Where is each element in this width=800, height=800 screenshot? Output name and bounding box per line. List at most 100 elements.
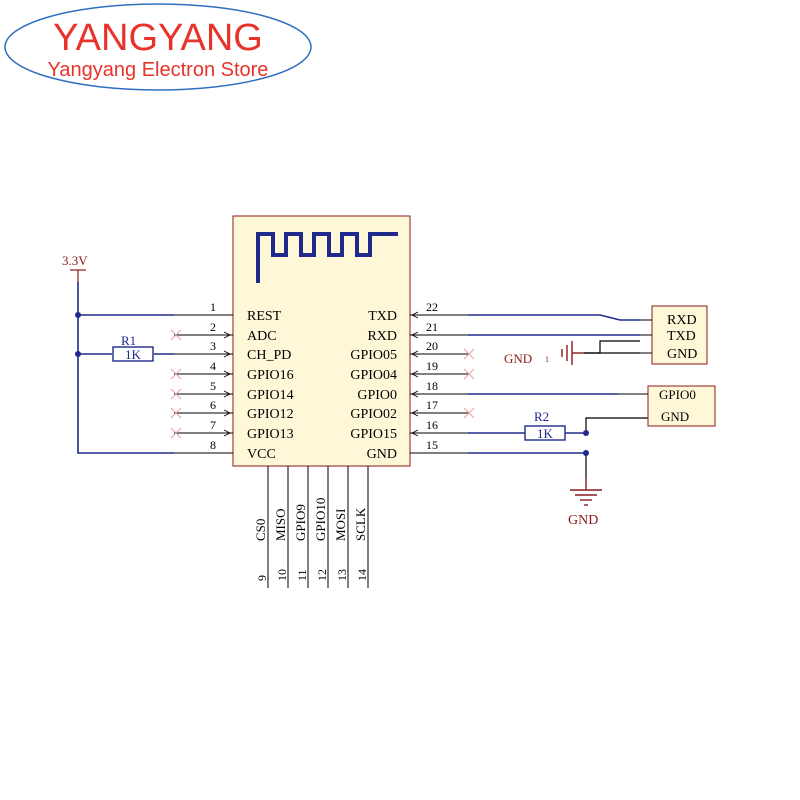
pin-number: 1 — [210, 300, 216, 314]
pin-number: 11 — [295, 569, 309, 581]
pin-name: SCLK — [353, 507, 368, 541]
pin-number: 3 — [210, 339, 216, 353]
pin-bottom: MOSI 13 — [333, 466, 349, 588]
no-connect-icon — [170, 427, 182, 439]
pin-name: GPIO15 — [350, 427, 397, 442]
pin-arrow-icon — [223, 370, 231, 378]
r2-ref: R2 — [534, 409, 549, 424]
pin-name: RXD — [367, 329, 397, 344]
pin-number: 21 — [426, 320, 438, 334]
pin-name: GPIO05 — [350, 348, 397, 363]
pin-number: 22 — [426, 300, 438, 314]
junction-dot — [75, 312, 81, 318]
logo-subtitle: Yangyang Electron Store — [48, 59, 269, 81]
pin-name: MISO — [273, 508, 288, 541]
pin-name: GPIO14 — [247, 388, 294, 403]
pin-name: MOSI — [333, 508, 348, 541]
pin-arrow-icon — [223, 331, 231, 339]
pin-number: 10 — [275, 569, 289, 581]
pin-arrow-icon — [411, 331, 419, 339]
pin-name: VCC — [247, 447, 276, 462]
pin-arrow-icon — [411, 370, 419, 378]
pin-arrow-icon — [411, 429, 419, 437]
pin-name: REST — [247, 309, 282, 324]
no-connect-icon — [170, 368, 182, 380]
uart-pin-gnd: GND — [667, 347, 697, 362]
logo: YANGYANG Yangyang Electron Store — [4, 3, 312, 91]
boot-pin-gnd: GND — [661, 409, 689, 424]
pin-number: 4 — [210, 359, 216, 373]
pin-name: GPIO16 — [247, 368, 294, 383]
pin-name: GPIO04 — [350, 368, 397, 383]
no-connect-icon — [463, 407, 475, 419]
resistor-r1: R1 1K — [112, 333, 154, 362]
ground-symbol-2 — [561, 341, 584, 365]
pin-arrow-icon — [411, 390, 419, 398]
pin-number: 8 — [210, 438, 216, 452]
pin-number: 13 — [335, 569, 349, 581]
ground-label-2-suffix: 1 — [545, 355, 549, 364]
junction-dot — [583, 450, 589, 456]
pin-arrow-icon — [411, 311, 419, 319]
pin-number: 12 — [315, 569, 329, 581]
pin-name: GPIO12 — [247, 407, 294, 422]
no-connect-icon — [170, 388, 182, 400]
pin-bottom: SCLK 14 — [353, 466, 369, 588]
right-wiring — [468, 314, 640, 454]
no-connect-icon — [170, 407, 182, 419]
pin-left: 3CH_PD — [174, 339, 291, 363]
r2-body — [524, 425, 566, 441]
pin-name: GPIO13 — [247, 427, 294, 442]
pin-number: 9 — [255, 575, 269, 581]
r1-ref: R1 — [121, 333, 136, 348]
pin-arrow-icon — [223, 429, 231, 437]
pin-arrow-icon — [411, 409, 419, 417]
r1-value: 1K — [125, 347, 142, 362]
pin-name: GPIO10 — [313, 498, 328, 541]
pin-number: 14 — [355, 569, 369, 581]
r1-body — [112, 346, 154, 362]
pin-number: 16 — [426, 418, 438, 432]
resistor-r2: R2 1K — [524, 409, 566, 441]
r2-value: 1K — [537, 426, 554, 441]
pin-arrow-icon — [223, 350, 231, 358]
uart-pin-txd: TXD — [667, 329, 696, 344]
uart-header-body — [651, 305, 708, 365]
uart-header: RXD TXD GND — [640, 305, 708, 365]
module-pins: 1REST2ADC3CH_PD4GPIO165GPIO146GPIO127GPI… — [170, 300, 475, 462]
logo-title: YANGYANG — [53, 17, 263, 59]
junction-dot — [75, 351, 81, 357]
pin-name: CH_PD — [247, 348, 291, 363]
pin-name: CS0 — [253, 519, 268, 541]
boot-pin-gpio0: GPIO0 — [659, 387, 696, 402]
supply-3v3: 3.3V — [62, 253, 88, 282]
pin-arrow-icon — [223, 390, 231, 398]
pin-number: 18 — [426, 379, 438, 393]
pin-number: 17 — [426, 398, 438, 412]
pin-arrow-icon — [411, 350, 419, 358]
pin-number: 5 — [210, 379, 216, 393]
pin-bottom: CS0 9 — [253, 466, 269, 588]
pin-number: 6 — [210, 398, 216, 412]
ground-symbol — [570, 478, 602, 506]
pin-bottom: MISO 10 — [273, 466, 289, 588]
ground-label-2: GND — [504, 351, 532, 366]
pin-number: 7 — [210, 418, 216, 432]
